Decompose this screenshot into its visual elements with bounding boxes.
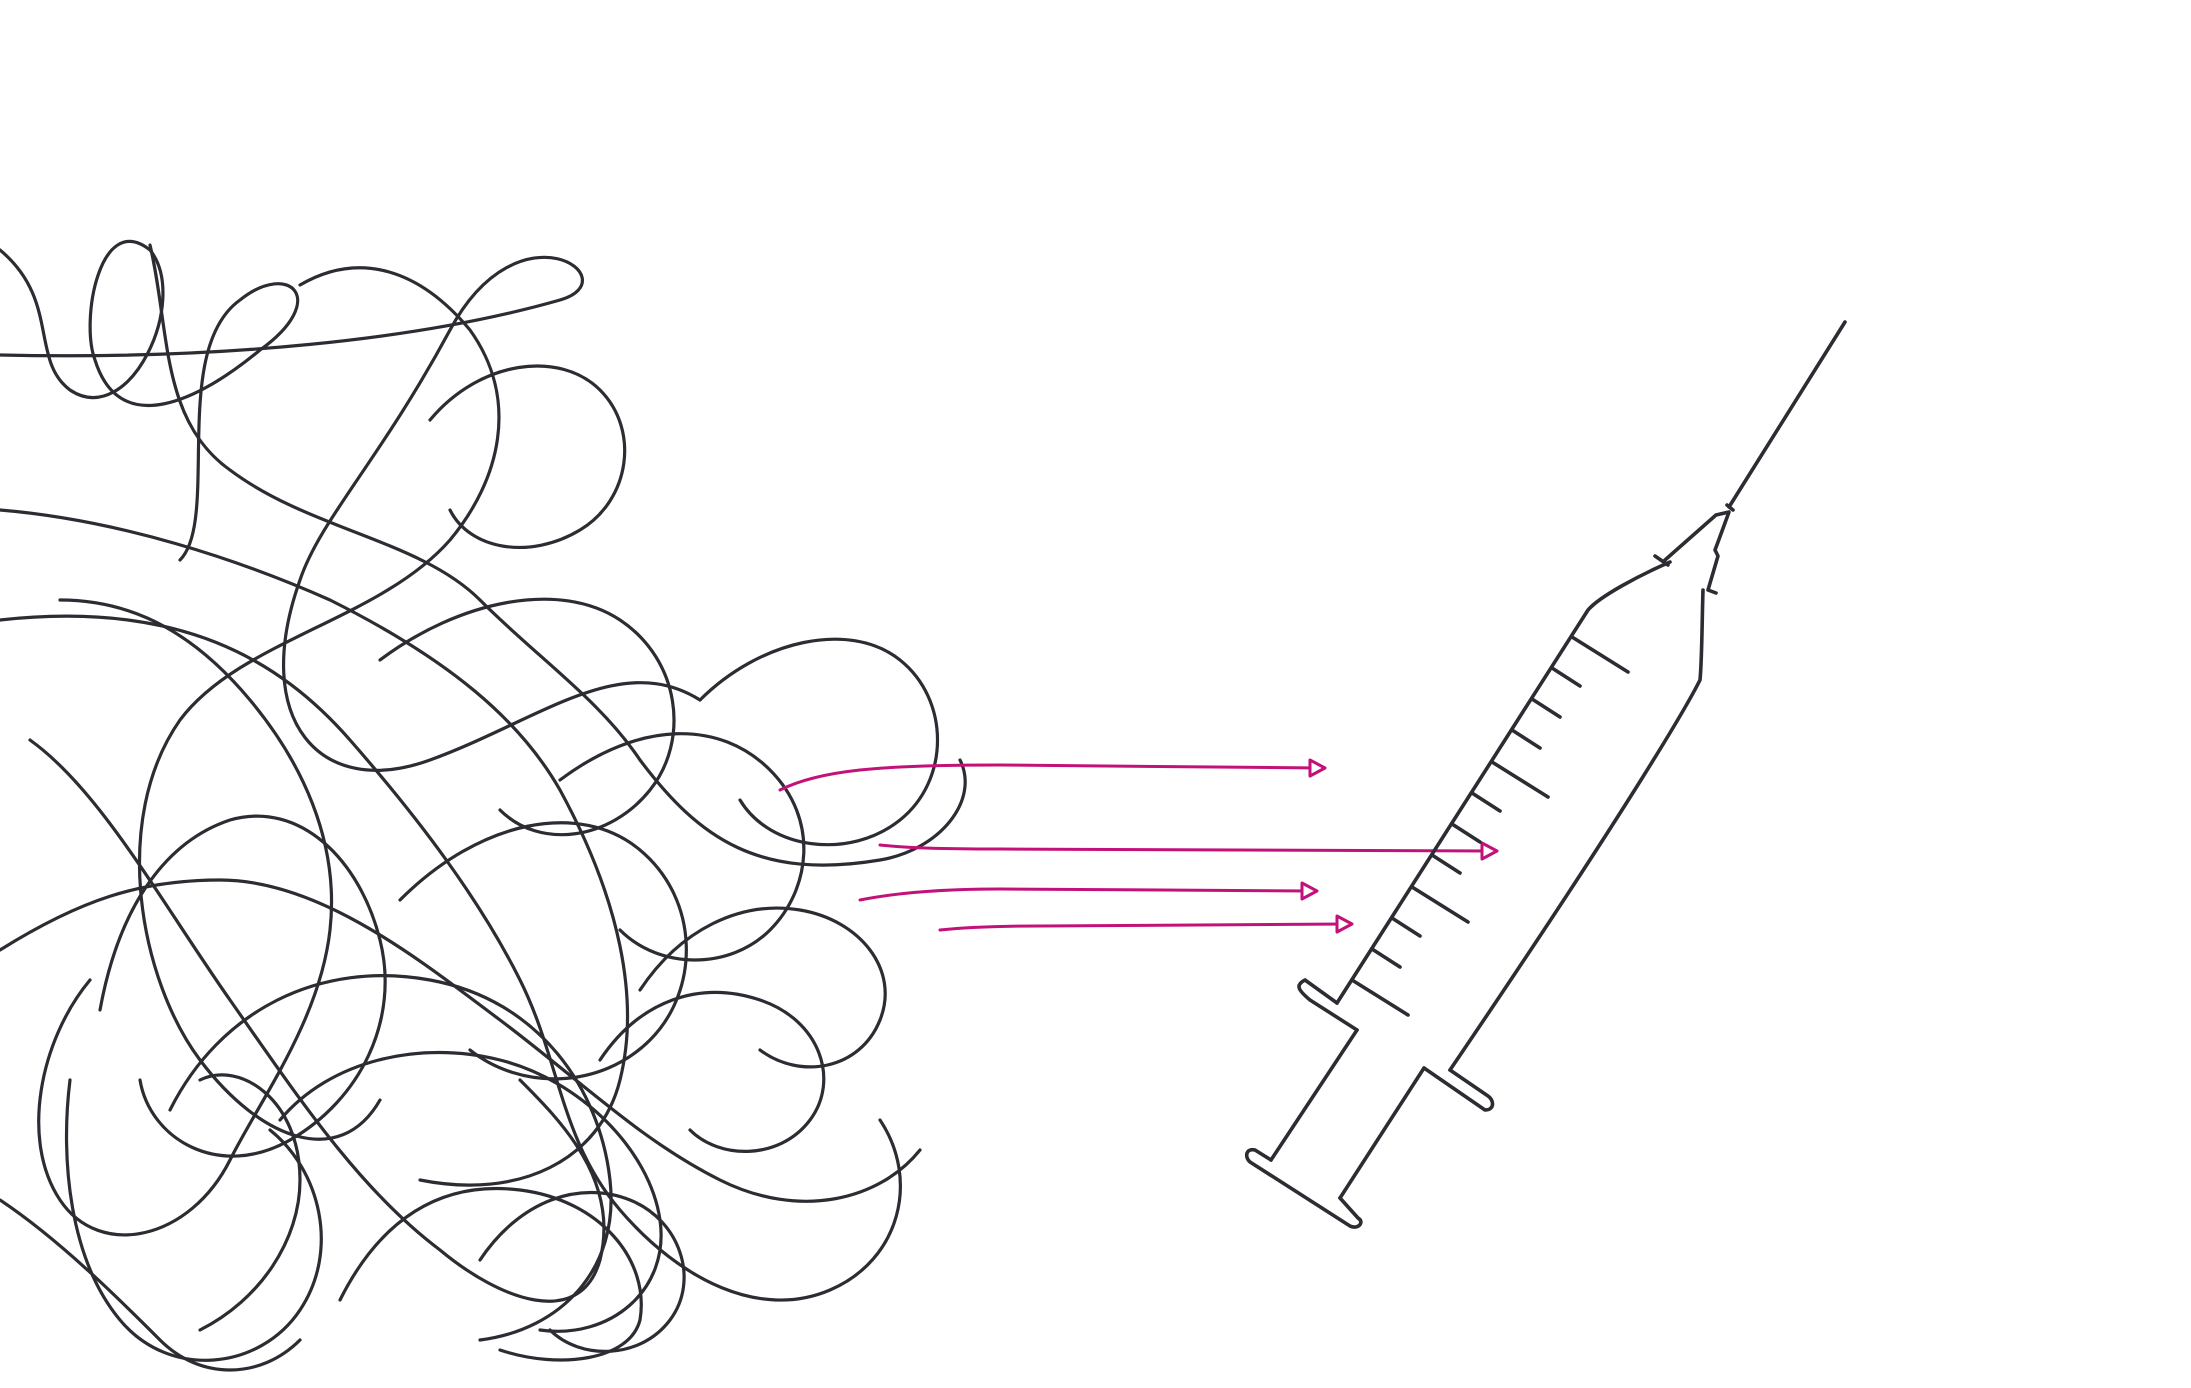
arrow-line-2 bbox=[878, 843, 1492, 853]
arrowhead-4 bbox=[1335, 914, 1354, 934]
tangle-scribble bbox=[0, 239, 967, 1372]
syringe-icon bbox=[1244, 320, 1847, 1229]
tangle-loop-3 bbox=[148, 243, 967, 867]
straight-arrow-lines bbox=[778, 758, 1499, 934]
tangle-loop-18 bbox=[698, 637, 939, 847]
tangle-loop-16 bbox=[398, 821, 688, 1081]
tangle-loop-11 bbox=[64, 1078, 323, 1362]
tangle-loop-22 bbox=[378, 597, 676, 837]
tangle-loop-21 bbox=[598, 990, 826, 1153]
tangle-loop-19 bbox=[638, 906, 887, 1069]
tangle-loop-24 bbox=[478, 1191, 686, 1353]
arrow-line-4 bbox=[938, 922, 1347, 932]
tangle-loop-6 bbox=[37, 598, 334, 1237]
tangle-loop-10 bbox=[98, 814, 387, 1158]
arrow-line-1 bbox=[778, 763, 1322, 792]
tangle-loop-2 bbox=[0, 255, 702, 772]
tangle-loop-14 bbox=[338, 1186, 643, 1362]
arrowhead-1 bbox=[1308, 758, 1327, 778]
syringe-plunger-handle bbox=[1244, 1147, 1363, 1229]
arrowhead-3 bbox=[1300, 881, 1319, 901]
arrowhead-2 bbox=[1480, 841, 1499, 861]
tangle-loop-20 bbox=[0, 1198, 302, 1372]
tangle-loop-23 bbox=[428, 364, 627, 550]
syringe-plunger bbox=[1269, 1028, 1426, 1200]
tangle-loop-4 bbox=[137, 266, 501, 1141]
tangle-loop-5 bbox=[0, 508, 630, 1187]
tangle-loop-13 bbox=[278, 1050, 663, 1333]
tangle-loop-1 bbox=[0, 239, 300, 562]
arrow-line-3 bbox=[858, 887, 1312, 902]
syringe-graduations bbox=[1350, 635, 1630, 1017]
tangle-loop-15 bbox=[198, 1073, 302, 1332]
syringe-flange bbox=[1297, 978, 1495, 1112]
syringe-needle bbox=[1727, 320, 1847, 509]
tangle-loop-12 bbox=[168, 974, 613, 1342]
syringe-barrel bbox=[1335, 560, 1705, 1072]
tangle-loop-9 bbox=[0, 878, 922, 1203]
syringe-needle-hub bbox=[1663, 510, 1731, 595]
tangle-loop-17 bbox=[558, 732, 806, 962]
